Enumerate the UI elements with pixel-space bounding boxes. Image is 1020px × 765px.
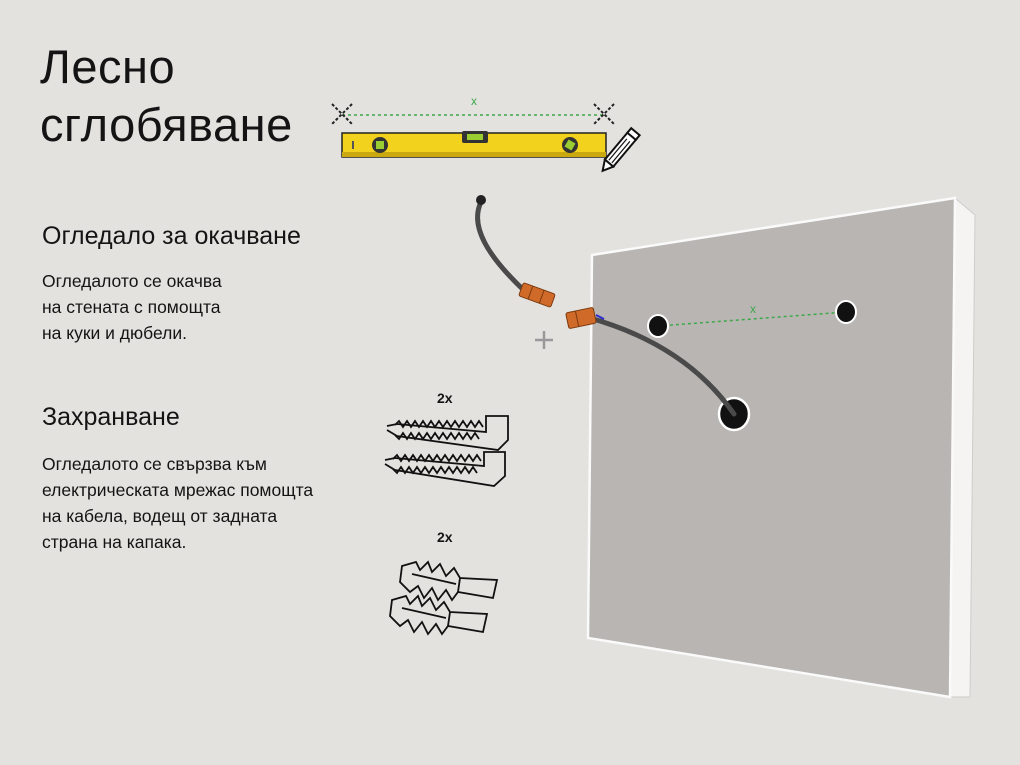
hanging-line-3: на куки и дюбели.: [42, 323, 187, 343]
cross-mark-icon: [331, 103, 353, 125]
spirit-level-icon: x: [331, 94, 615, 158]
hanging-hole-right: [835, 300, 857, 324]
dowels-count: 2x: [437, 529, 453, 545]
power-line-4: страна на капака.: [42, 532, 187, 552]
power-cable: [475, 195, 737, 417]
mirror-distance-label: x: [750, 302, 756, 316]
title-line-2: сглобяване: [40, 98, 293, 151]
power-line-1: Огледалото се свързва към: [42, 454, 267, 474]
hanging-heading: Огледало за окачване: [42, 222, 301, 250]
mirror-back-panel: x: [586, 196, 976, 699]
hanging-hole-left: [647, 314, 669, 338]
level-distance-label: x: [471, 94, 477, 108]
dowel-icon: [399, 560, 499, 602]
page-title: Лесно сглобяване: [40, 38, 293, 154]
cable-connector-icon: [518, 282, 605, 329]
dowel-icon: [389, 594, 489, 636]
power-heading: Захранване: [42, 403, 180, 431]
hanging-line-2: на стената с помощта: [42, 297, 221, 317]
pencil-icon: [601, 126, 642, 173]
hooks-count: 2x: [437, 390, 453, 406]
hanging-description: Огледалото се окачва на стената с помощт…: [42, 268, 222, 346]
title-line-1: Лесно: [40, 40, 176, 93]
hook-icon: [386, 415, 509, 451]
hanging-line-1: Огледалото се окачва: [42, 271, 222, 291]
power-description: Огледалото се свързва към електрическата…: [42, 451, 313, 555]
power-line-3: на кабела, водещ от задната: [42, 506, 278, 526]
hook-icon: [384, 451, 506, 487]
plus-icon: [535, 331, 553, 349]
power-line-2: електрическата мрежас помощта: [42, 480, 314, 500]
cross-mark-icon: [593, 103, 615, 125]
